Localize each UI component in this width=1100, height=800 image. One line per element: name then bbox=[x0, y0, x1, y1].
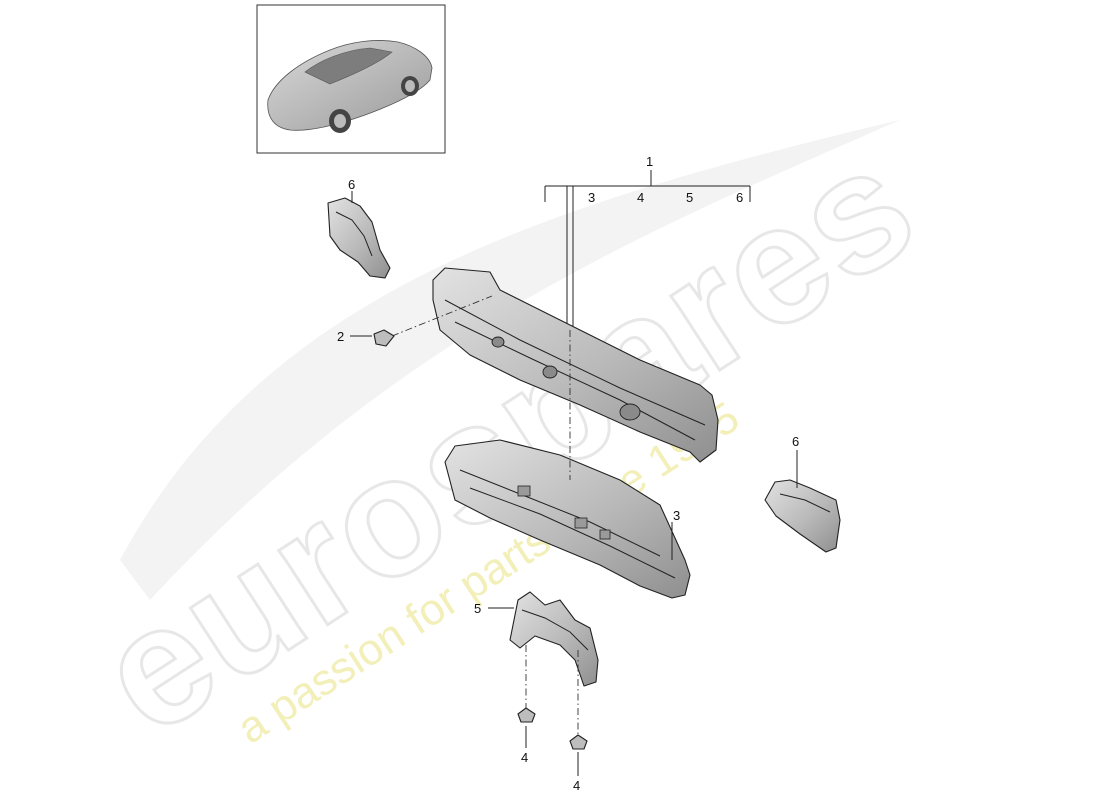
nut-left-part: 4 bbox=[517, 645, 536, 765]
callout-4-right: 4 bbox=[573, 778, 580, 793]
callout-1-sub-4: 4 bbox=[637, 190, 644, 205]
callout-6-left: 6 bbox=[348, 177, 355, 192]
heat-shield-part: 3 bbox=[444, 439, 691, 599]
callout-5: 5 bbox=[474, 601, 481, 616]
callout-6-right: 6 bbox=[792, 434, 799, 449]
bolt-part: 2 bbox=[337, 295, 493, 347]
watermark: eurospares a passion for parts since 198… bbox=[66, 107, 948, 772]
callout-1: 1 bbox=[646, 154, 653, 169]
left-side-bracket-part: 6 bbox=[327, 177, 391, 279]
callout-1-sub-3: 3 bbox=[588, 190, 595, 205]
car-icon bbox=[267, 40, 433, 133]
nut-right-part: 4 bbox=[569, 650, 588, 793]
vehicle-thumbnail bbox=[256, 4, 446, 154]
watermark-brand: eurospares bbox=[67, 108, 946, 770]
callout-4-left: 4 bbox=[521, 750, 528, 765]
crossmember-part bbox=[432, 267, 719, 463]
lower-bracket-part: 5 bbox=[474, 591, 599, 687]
callout-group-1: 1 3 4 5 6 bbox=[544, 154, 751, 330]
right-side-bracket-part: 6 bbox=[764, 434, 841, 553]
callout-1-sub-6: 6 bbox=[736, 190, 743, 205]
callout-1-sub-5: 5 bbox=[686, 190, 693, 205]
callout-2: 2 bbox=[337, 329, 344, 344]
callout-3: 3 bbox=[673, 508, 680, 523]
